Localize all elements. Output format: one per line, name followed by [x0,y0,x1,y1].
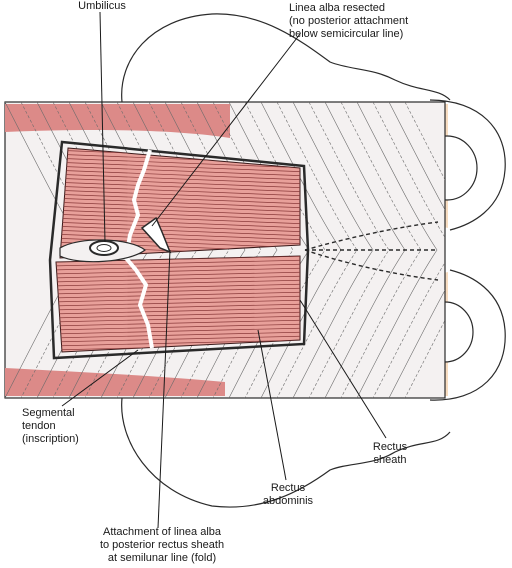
oblique-muscle-bands [5,104,230,396]
linea-alba-flap [140,216,172,254]
label-segmental-tendon: Segmental tendon (inscription) [22,407,79,445]
leader-lines [61,11,387,529]
rectus-abdominis-muscle [55,147,301,353]
label-umbilicus: Umbilicus [78,0,126,12]
dashed-lines [304,221,439,281]
label-rectus-abdominis: Rectus abdominis [262,482,314,507]
rectus-sheath-border [48,140,310,360]
label-rectus-sheath: Rectus sheath [372,441,408,466]
rectus-lower-segment [55,255,301,353]
pelvis-outline [121,13,506,508]
umbilicus [59,239,146,263]
label-linea-alba-resected: Linea alba resected (no posterior attach… [289,2,409,40]
label-attachment-linea-alba: Attachment of linea alba to posterior re… [99,526,225,564]
